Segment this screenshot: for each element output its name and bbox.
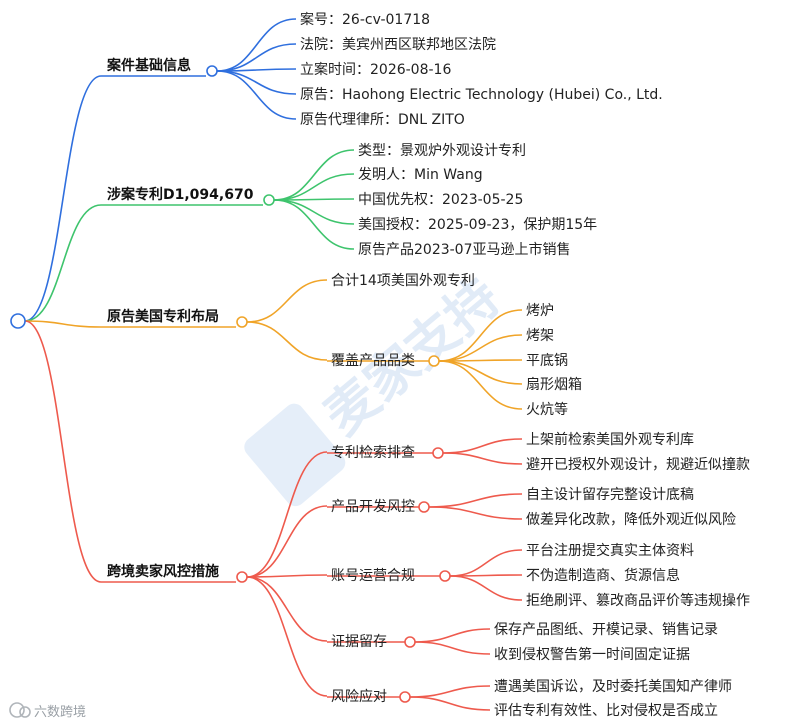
item-label: 中国优先权：2023-05-25 <box>358 192 523 208</box>
branch-toggle[interactable] <box>263 194 275 206</box>
item-toggle[interactable] <box>439 570 451 582</box>
child-label: 平底锅 <box>526 353 568 369</box>
child-label: 做差异化改款，降低外观近似风险 <box>526 512 736 528</box>
edge-root-to-branch <box>24 320 102 583</box>
child-label: 评估专利有效性、比对侵权是否成立 <box>494 702 718 719</box>
edge-branch-to-item <box>246 321 328 361</box>
edge-branch-to-item <box>246 451 328 578</box>
edge-branch-to-item <box>246 279 328 323</box>
child-label: 上架前检索美国外观专利库 <box>526 431 694 448</box>
edge-branch-to-item <box>216 70 297 95</box>
edge-branch-to-item <box>273 199 355 250</box>
branch-label: 案件基础信息 <box>106 57 191 74</box>
child-label: 火炕等 <box>526 401 568 418</box>
child-label: 平台注册提交真实主体资料 <box>526 542 694 559</box>
item-label: 覆盖产品品类 <box>331 353 415 369</box>
child-label: 遭遇美国诉讼，及时委托美国知产律师 <box>494 678 732 695</box>
item-label: 原告产品2023-07亚马逊上市销售 <box>358 241 571 258</box>
item-toggle[interactable] <box>432 447 444 459</box>
edge-item-to-child <box>409 696 491 711</box>
edge-branch-to-item <box>216 70 297 120</box>
root-node[interactable] <box>10 313 26 329</box>
watermark: 麦家支持 <box>244 267 512 507</box>
item-label: 合计14项美国外观专利 <box>331 273 475 289</box>
item-label: 风险应对 <box>331 688 387 705</box>
edge-root-to-branch <box>24 320 102 328</box>
edge-item-to-child <box>414 641 491 655</box>
branch-label: 涉案专利D1,094,670 <box>107 186 254 203</box>
edge-branch-to-item <box>216 18 297 72</box>
edge-item-to-child <box>449 575 523 601</box>
item-label: 原告：Haohong Electric Technology (Hubei) C… <box>300 87 663 103</box>
edge-branch-to-item <box>246 574 328 578</box>
footer-logo-icon <box>9 702 31 718</box>
item-label: 类型：景观炉外观设计专利 <box>358 143 526 159</box>
child-label: 保存产品图纸、开模记录、销售记录 <box>494 622 718 638</box>
edge-branch-to-item <box>273 199 355 225</box>
item-label: 账号运营合规 <box>331 568 415 584</box>
item-label: 产品开发风控 <box>331 499 415 515</box>
item-label: 法院：美宾州西区联邦地区法院 <box>300 37 496 53</box>
mind-map-edges <box>24 18 523 711</box>
edge-branch-to-item <box>246 505 328 578</box>
child-label: 避开已授权外观设计，规避近似撞款 <box>526 457 750 473</box>
item-toggle[interactable] <box>418 501 430 513</box>
edge-branch-to-item <box>216 43 297 72</box>
watermark-shield-icon <box>244 403 346 507</box>
edge-item-to-child <box>438 360 523 385</box>
child-label: 收到侵权警告第一时间固定证据 <box>494 646 690 663</box>
item-label: 案号：26-cv-01718 <box>300 11 430 28</box>
branch-label: 跨境卖家风控措施 <box>107 563 219 580</box>
item-toggle[interactable] <box>404 636 416 648</box>
edge-item-to-child <box>442 452 523 465</box>
branch-label: 原告美国专利布局 <box>107 308 219 325</box>
branch-toggle[interactable] <box>236 316 248 328</box>
item-label: 立案时间：2026-08-16 <box>300 61 451 78</box>
item-label: 专利检索排查 <box>331 444 415 461</box>
item-toggle[interactable] <box>428 355 440 367</box>
branch-toggle[interactable] <box>206 65 218 77</box>
child-label: 拒绝刷评、篡改商品评价等违规操作 <box>526 592 750 609</box>
edge-root-to-branch <box>24 75 102 322</box>
edge-item-to-child <box>442 438 523 454</box>
child-label: 不伪造制造商、货源信息 <box>526 567 680 584</box>
child-label: 自主设计留存完整设计底稿 <box>526 487 694 503</box>
mind-map-nodes: 案件基础信息 案号：26-cv-01718 法院：美宾州西区联邦地区法院立案时间：2… <box>10 11 750 719</box>
branch-toggle[interactable] <box>236 571 248 583</box>
edge-item-to-child <box>438 334 523 362</box>
item-label: 发明人：Min Wang <box>358 167 483 183</box>
item-label: 美国授权：2025-09-23，保护期15年 <box>358 217 597 233</box>
edge-item-to-child <box>449 549 523 577</box>
child-label: 烤炉 <box>526 303 554 319</box>
footer-logo: 六数跨境 <box>9 702 86 720</box>
edge-item-to-child <box>438 309 523 362</box>
edge-branch-to-item <box>273 173 355 201</box>
footer-logo-text: 六数跨境 <box>34 705 86 720</box>
edge-root-to-branch <box>24 204 102 322</box>
edge-item-to-child <box>409 685 491 698</box>
edge-branch-to-item <box>273 149 355 201</box>
edge-item-to-child <box>438 360 523 410</box>
child-label: 烤架 <box>526 328 554 344</box>
item-toggle[interactable] <box>399 691 411 703</box>
edge-item-to-child <box>428 506 523 520</box>
edge-item-to-child <box>414 628 491 643</box>
child-label: 扇形烟箱 <box>526 377 582 393</box>
item-label: 原告代理律所：DNL ZITO <box>300 112 465 128</box>
item-label: 证据留存 <box>331 634 387 650</box>
edge-branch-to-item <box>246 576 328 697</box>
edge-branch-to-item <box>246 576 328 642</box>
edge-item-to-child <box>428 493 523 508</box>
